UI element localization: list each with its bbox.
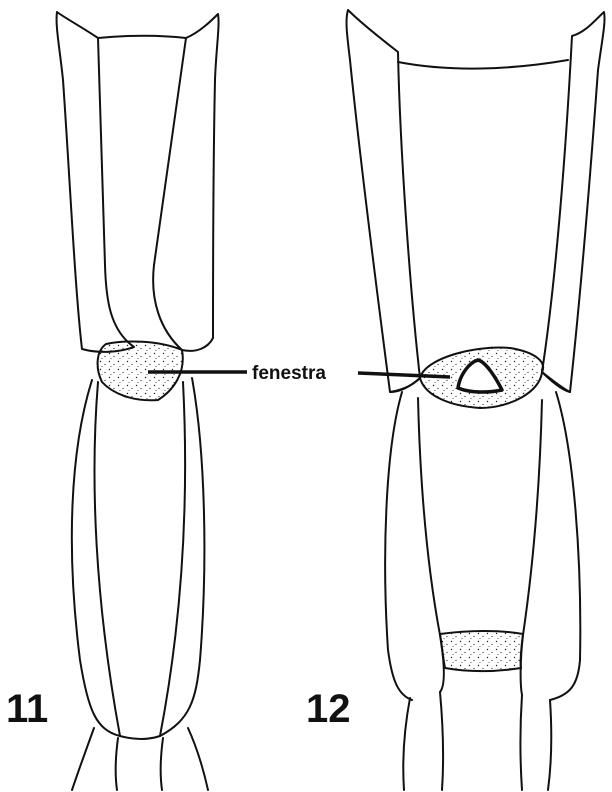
figure-number-12: 12 bbox=[306, 687, 351, 731]
fig12-lower-segment bbox=[385, 392, 580, 790]
figure-number-11: 11 bbox=[6, 687, 48, 731]
figure-11-drawing bbox=[57, 12, 219, 790]
fenestra-label: fenestra bbox=[252, 363, 326, 384]
figure-12-drawing bbox=[347, 10, 605, 790]
fig12-upper-segment bbox=[347, 10, 605, 392]
fig11-lower-segment bbox=[72, 378, 208, 790]
fig11-upper-segment bbox=[57, 12, 219, 352]
fig12-lower-stippled-band bbox=[440, 631, 523, 671]
